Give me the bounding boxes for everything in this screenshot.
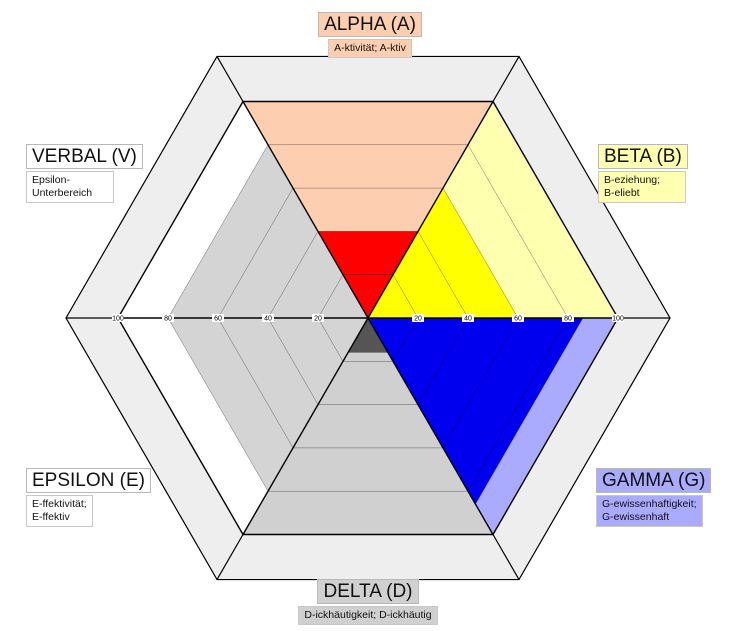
epsilon-sub-line-1: E-ffektivität; [32, 498, 87, 510]
verbal-subtitle: Epsilon- Unterbereich [26, 171, 114, 203]
beta-level-line [467, 144, 569, 319]
tick-label: 100 [112, 316, 124, 323]
tick-label: 60 [214, 316, 222, 323]
tick-label: 80 [164, 316, 172, 323]
corner-connector [216, 56, 244, 102]
tick-label-background [262, 314, 274, 322]
delta-title: DELTA (D) [317, 579, 419, 604]
tick-label-background [512, 314, 524, 322]
gamma-sub-line-2: G-ewissenhaft [602, 511, 670, 523]
alpha-sector-background [243, 101, 493, 318]
verbal-level-line [167, 144, 269, 319]
epsilon-subtitle: E-ffektivität; E-ffektiv [26, 495, 93, 527]
gamma-sub-line-1: G-ewissenhaftigkeit; [602, 498, 697, 510]
gamma-level-line [417, 317, 469, 405]
gamma-value-triangle [368, 318, 583, 505]
verbal-level-line [217, 187, 294, 319]
verbal-title: VERBAL (V) [26, 144, 143, 169]
tick-label: 20 [414, 316, 422, 323]
tick-label: 20 [314, 316, 322, 323]
tick-label: 60 [514, 316, 522, 323]
corner-connector [492, 534, 520, 580]
beta-sub-line-1: B-eziehung; [604, 174, 661, 186]
verbal-sub-line-2: Unterbereich [32, 187, 93, 199]
delta-subtitle: D-ickhäutigkeit; D-ickhäutig [298, 606, 438, 625]
epsilon-level-line [167, 317, 269, 492]
alpha-subtitle: A-ktivität; A-ktiv [328, 39, 412, 58]
beta-level-line [442, 187, 519, 319]
beta-title: BETA (B) [598, 144, 688, 169]
delta-value-triangle [348, 318, 388, 353]
label-alpha: ALPHA (A) A-ktivität; A-ktiv [300, 12, 440, 58]
tick-label: 80 [564, 316, 572, 323]
epsilon-level-line [267, 317, 319, 405]
spoke-line [367, 317, 494, 535]
epsilon-sub-line-2: E-ffektiv [32, 511, 70, 523]
epsilon-level-line [217, 317, 294, 449]
tick-label-background [612, 314, 624, 322]
gamma-level-line [442, 317, 519, 449]
alpha-sub-line: A-ktivität; A-ktiv [334, 42, 406, 54]
tick-label-background [462, 314, 474, 322]
tick-label-background [112, 314, 124, 322]
beta-level-line [417, 231, 469, 319]
corner-connector [216, 534, 244, 580]
verbal-sub-line-1: Epsilon- [32, 174, 70, 186]
delta-sector-background [243, 318, 493, 535]
gamma-level-line [392, 317, 419, 362]
epsilon-title: EPSILON (E) [26, 468, 151, 493]
label-verbal: VERBAL (V) Epsilon- Unterbereich [26, 144, 143, 203]
gamma-subtitle: G-ewissenhaftigkeit; G-ewissenhaft [596, 495, 703, 527]
spoke-line [242, 317, 369, 535]
beta-subtitle: B-eziehung; B-eliebt [598, 171, 686, 203]
corner-connector [492, 56, 520, 102]
label-delta: DELTA (D) D-ickhäutigkeit; D-ickhäutig [278, 579, 458, 625]
verbal-level-line [267, 231, 319, 319]
epsilon-level-line [317, 317, 344, 362]
tick-label-background [162, 314, 174, 322]
label-gamma: GAMMA (G) G-ewissenhaftigkeit; G-ewissen… [596, 468, 712, 527]
tick-label: 40 [264, 316, 272, 323]
delta-sub-line: D-ickhäutigkeit; D-ickhäutig [304, 609, 432, 621]
tick-label-background [212, 314, 224, 322]
spoke-line [367, 101, 494, 319]
gamma-title: GAMMA (G) [596, 468, 712, 493]
beta-value-triangle [368, 188, 518, 318]
beta-sub-line-2: B-eliebt [604, 187, 640, 199]
tick-label: 100 [612, 316, 624, 323]
beta-level-line [392, 274, 419, 319]
tick-label-background [312, 314, 324, 322]
tick-label: 40 [464, 316, 472, 323]
spoke-line [242, 101, 369, 319]
verbal-level-line [317, 274, 344, 319]
label-epsilon: EPSILON (E) E-ffektivität; E-ffektiv [26, 468, 151, 527]
gamma-level-line [467, 317, 569, 492]
label-beta: BETA (B) B-eziehung; B-eliebt [598, 144, 688, 203]
tick-label-background [412, 314, 424, 322]
tick-label-background [562, 314, 574, 322]
alpha-title: ALPHA (A) [318, 12, 422, 37]
